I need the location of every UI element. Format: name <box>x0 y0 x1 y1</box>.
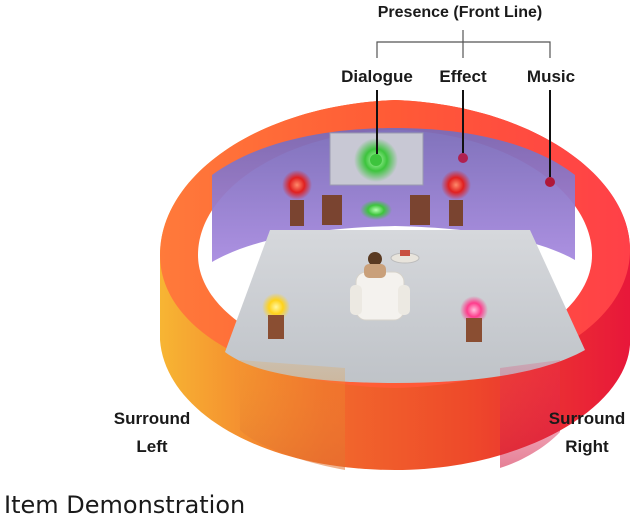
speaker-icon <box>410 195 430 225</box>
listener-icon <box>364 252 386 278</box>
room-back-wall <box>212 128 575 262</box>
presence-label: Presence (Front Line) <box>377 4 543 21</box>
surround-right-line1: Surround <box>548 409 626 428</box>
speaker-icon <box>290 200 304 226</box>
effect-indicator <box>458 153 468 163</box>
surround-left-label: Surround Left <box>92 408 212 458</box>
speaker-icon <box>268 315 284 339</box>
surround-left-line1: Surround <box>113 409 191 428</box>
surround-left-line2: Left <box>136 437 168 456</box>
effect-label: Effect <box>439 67 487 86</box>
music-label: Music <box>526 67 576 86</box>
front-right-glow <box>441 170 471 200</box>
dialogue-source <box>370 154 382 166</box>
surround-right-line2: Right <box>565 437 609 456</box>
surround-left-beam <box>240 360 345 470</box>
side-table-icon <box>390 250 420 264</box>
presence-bracket <box>376 30 551 58</box>
surround-right-glow <box>460 296 488 324</box>
surround-right-beam <box>500 360 560 468</box>
caption: Item Demonstration <box>4 491 246 519</box>
center-speaker-glow <box>360 200 392 220</box>
surround-left-glow <box>262 293 290 321</box>
surround-right-label: Surround Right <box>542 408 632 458</box>
music-indicator <box>545 177 555 187</box>
speaker-icon <box>466 318 482 342</box>
dialogue-label: Dialogue <box>341 67 413 86</box>
front-left-glow <box>282 170 312 200</box>
leader-lines <box>376 90 551 177</box>
speaker-icon <box>322 195 342 225</box>
armchair-icon <box>350 271 410 321</box>
speaker-icon <box>449 200 463 226</box>
